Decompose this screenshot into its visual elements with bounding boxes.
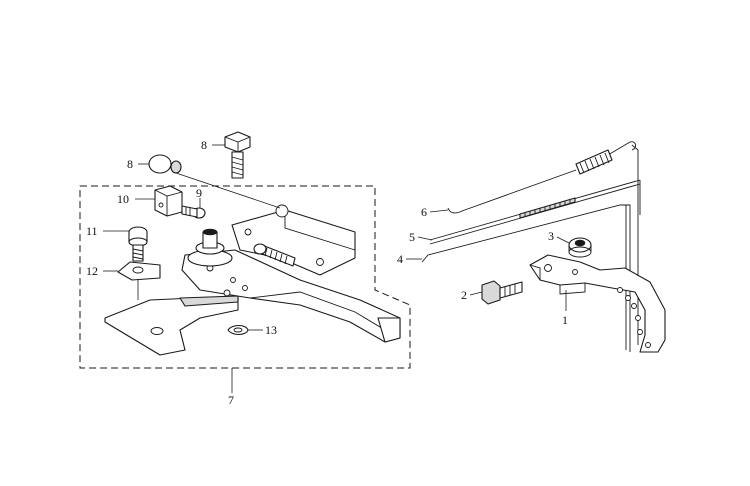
spring-rod-6 bbox=[447, 141, 637, 214]
throttle-bracket-1 bbox=[529, 254, 666, 353]
screw-2 bbox=[481, 280, 523, 305]
callout-12: 12 bbox=[86, 264, 98, 278]
callout-5: 5 bbox=[409, 230, 415, 244]
callout-2: 2 bbox=[461, 288, 467, 302]
clamp-12 bbox=[117, 261, 161, 300]
assembly-7-dashed-boundary bbox=[79, 185, 411, 369]
callout-9: 9 bbox=[196, 186, 202, 200]
nut-3 bbox=[568, 237, 592, 258]
wire-rod-4 bbox=[421, 144, 639, 352]
callout-7: 7 bbox=[228, 393, 234, 407]
control-rod-5 bbox=[429, 179, 641, 245]
callout-11: 11 bbox=[86, 224, 98, 238]
callout-1: 1 bbox=[562, 313, 568, 327]
callout-13: 13 bbox=[265, 323, 277, 337]
callout-4: 4 bbox=[397, 252, 403, 266]
pivot-nut-stack bbox=[187, 228, 233, 267]
leader-lines bbox=[103, 144, 570, 393]
bolt-8-top bbox=[224, 131, 251, 179]
callout-6: 6 bbox=[421, 205, 427, 219]
callout-10: 10 bbox=[117, 192, 129, 206]
bolt-11 bbox=[128, 226, 148, 262]
control-lever-arm bbox=[181, 249, 401, 343]
callout-3: 3 bbox=[548, 229, 554, 243]
adjust-screw bbox=[253, 243, 296, 267]
nut-block-10 bbox=[154, 185, 183, 217]
callout-8-top: 8 bbox=[201, 138, 207, 152]
screw-9 bbox=[181, 205, 206, 219]
base-plate bbox=[104, 295, 239, 356]
clip-13 bbox=[227, 324, 249, 336]
callout-8-side: 8 bbox=[127, 157, 133, 171]
